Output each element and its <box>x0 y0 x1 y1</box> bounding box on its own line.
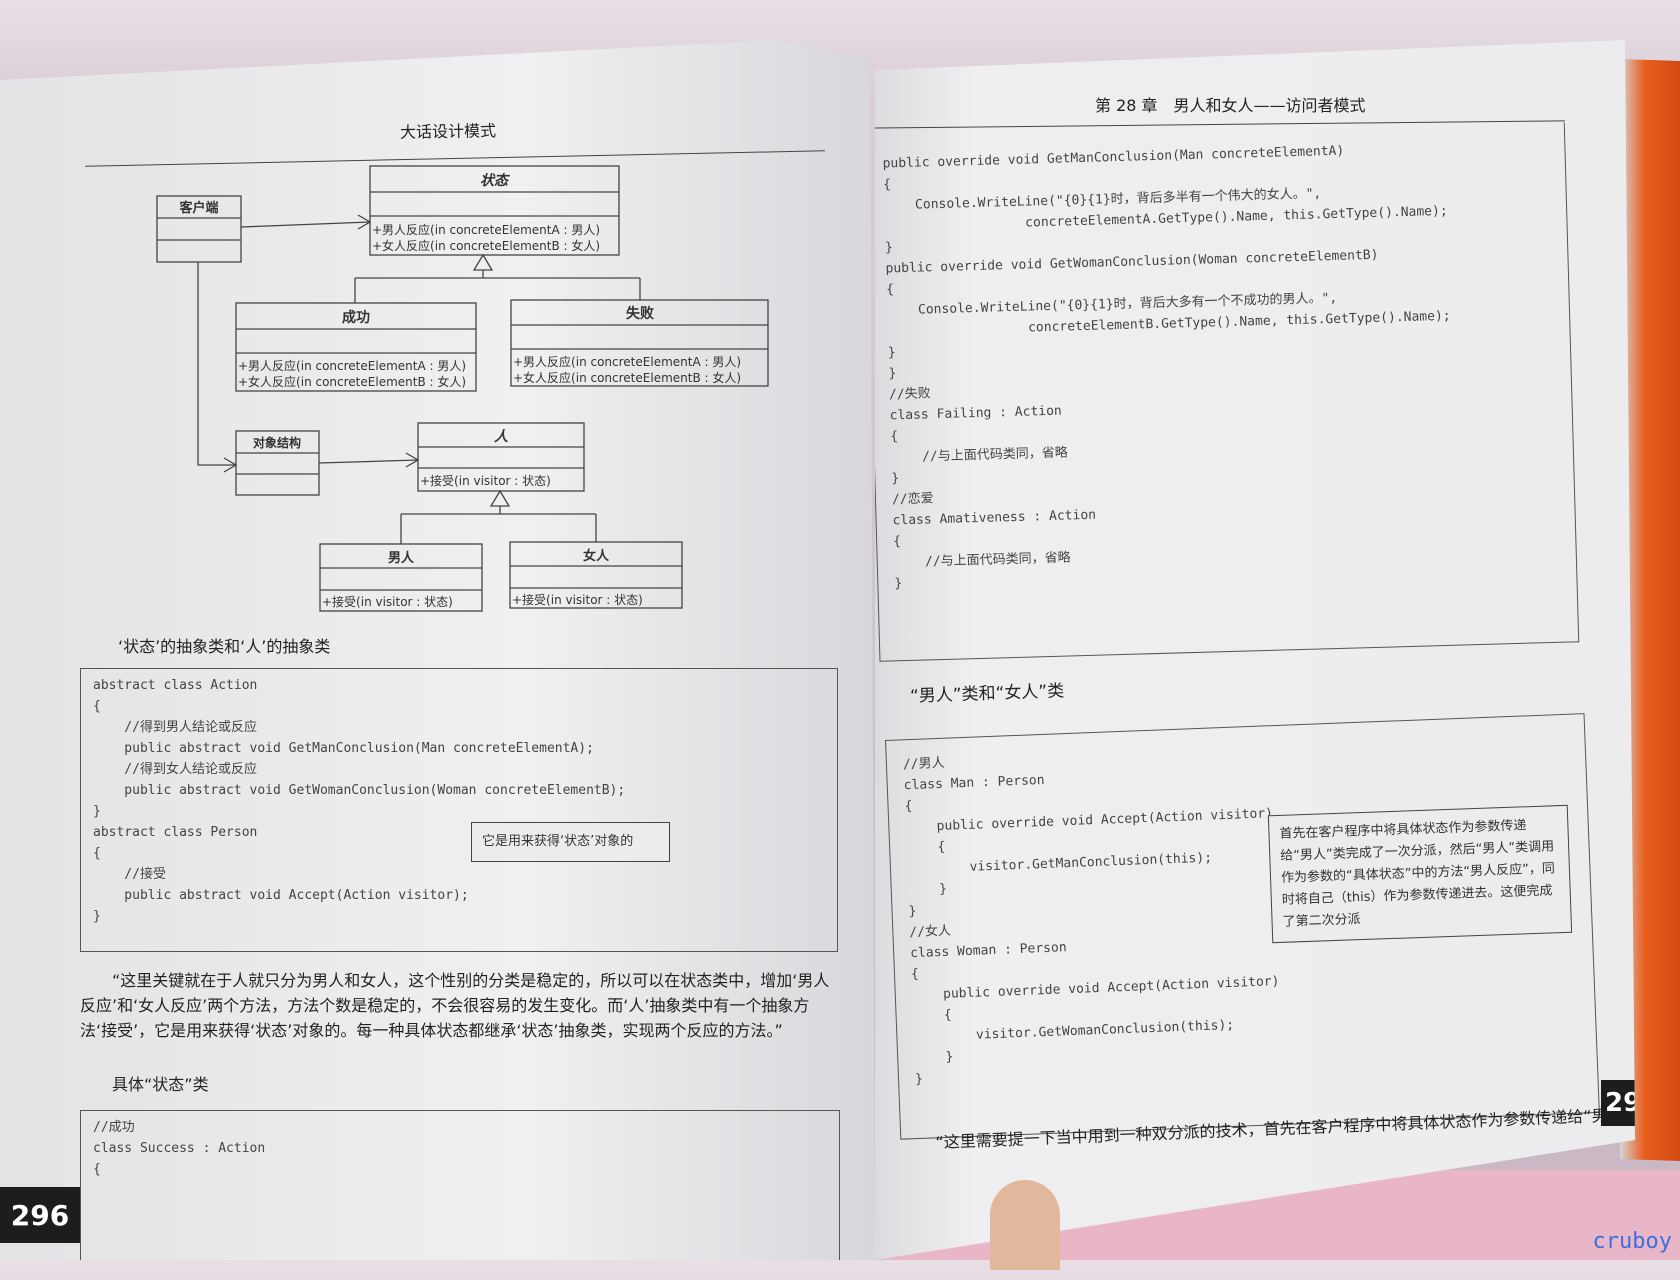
uml-failure-op: +男人反应(in concreteElementA : 男人) <box>513 354 741 369</box>
uml-object-structure-name: 对象结构 <box>253 435 301 450</box>
code-block-state-methods: public override void GetManConclusion(Ma… <box>875 122 1580 662</box>
section-caption: “男人”类和“女人”类 <box>909 681 1065 707</box>
thumb <box>990 1180 1060 1270</box>
code-line: { <box>93 1162 101 1177</box>
running-header: 第 28 章 男人和女人——访问者模式 <box>1095 96 1366 115</box>
uml-success-name: 成功 <box>342 309 370 326</box>
uml-person-op: +接受(in visitor : 状态) <box>420 473 551 488</box>
watermark: cruboy <box>1592 1229 1672 1254</box>
uml-class-client <box>156 195 242 263</box>
code-line: //得到女人结论或反应 <box>93 762 257 777</box>
figure-caption: ‘状态’的抽象类和‘人’的抽象类 <box>118 637 331 656</box>
uml-diagram: 客户端 状态 +男人反应(in concreteElementA : 男人) +… <box>156 165 769 612</box>
uml-success-op: +男人反应(in concreteElementA : 男人) <box>238 358 466 373</box>
uml-man-name: 男人 <box>388 550 415 566</box>
uml-failure-op: +女人反应(in concreteElementB : 女人) <box>513 370 741 385</box>
page-number: 296 <box>0 1187 80 1243</box>
body-paragraph: “这里关键就在于人就只分为男人和女人，这个性别的分类是稳定的，所以可以在状态类中… <box>80 971 830 1040</box>
code-block-success: //成功 class Success : Action { <box>80 1110 840 1260</box>
section-caption: 具体“状态”类 <box>112 1075 209 1094</box>
uml-person-name: 人 <box>494 429 509 445</box>
uml-state-name: 状态 <box>480 172 511 189</box>
uml-woman-op: +接受(in visitor : 状态) <box>512 592 643 607</box>
code-line: //成功 <box>93 1120 135 1135</box>
uml-state-op: +男人反应(in concreteElementA : 男人) <box>372 222 600 237</box>
code-line: abstract class Action <box>93 678 258 693</box>
uml-failure-name: 失败 <box>626 305 655 322</box>
right-page: 第 28 章 男人和女人——访问者模式 public override void… <box>875 40 1635 1260</box>
code-line: { <box>93 699 101 714</box>
callout-note: 它是用来获得‘状态’对象的 <box>471 822 670 862</box>
page-number: 297 <box>1601 1080 1635 1126</box>
uml-client-name: 客户端 <box>179 200 218 216</box>
code-line: //接受 <box>93 867 166 882</box>
code-line: public abstract void GetWomanConclusion(… <box>93 783 626 798</box>
code-block-abstract-classes: abstract class Action { //得到男人结论或反应 publ… <box>80 668 838 952</box>
uml-success-op: +女人反应(in concreteElementB : 女人) <box>238 374 466 389</box>
uml-woman-name: 女人 <box>583 548 610 564</box>
callout-note: 首先在客户程序中将具体状态作为参数传递给“男人”类完成了一次分派，然后“男人”类… <box>1267 804 1573 944</box>
code-line: } <box>93 804 101 819</box>
code-line: { <box>93 846 101 861</box>
code-line: //得到男人结论或反应 <box>93 720 257 735</box>
uml-class-person <box>417 422 585 492</box>
uml-class-success <box>235 302 477 392</box>
uml-man-op: +接受(in visitor : 状态) <box>322 594 453 609</box>
uml-class-state <box>369 165 620 256</box>
code-line: } <box>93 909 101 924</box>
code-line: class Success : Action <box>93 1141 266 1156</box>
code-line: public abstract void Accept(Action visit… <box>93 888 469 903</box>
code-line: abstract class Person <box>93 825 258 840</box>
uml-state-op: +女人反应(in concreteElementB : 女人) <box>372 238 600 253</box>
left-page: 大话设计模式 客户端 状态 +男人反应(in concreteElementA … <box>0 40 875 1260</box>
code-line: public abstract void GetManConclusion(Ma… <box>93 741 594 756</box>
